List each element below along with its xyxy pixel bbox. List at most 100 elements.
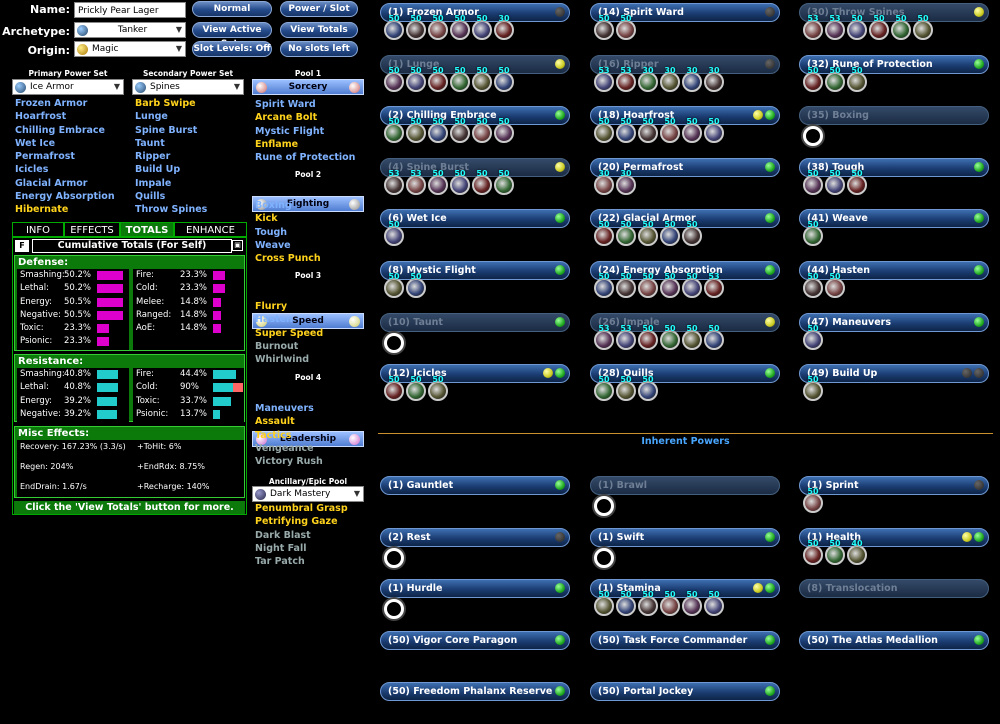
enhancement-icon[interactable]: 50 bbox=[825, 66, 845, 92]
power-slot-bar[interactable]: (1) Lunge bbox=[380, 54, 570, 74]
enhancement-icon[interactable]: 50 bbox=[384, 376, 404, 402]
pool-power-item[interactable]: Kick bbox=[255, 213, 278, 225]
view-active-sets-button[interactable]: View Active Sets bbox=[192, 22, 272, 49]
enhancement-icon[interactable]: 50 bbox=[494, 169, 514, 195]
primary-power-item[interactable]: Permafrost bbox=[15, 151, 75, 163]
enhancement-icon[interactable]: 50 bbox=[704, 118, 724, 144]
primary-power-item[interactable]: Frozen Armor bbox=[15, 98, 88, 109]
enhancement-icon[interactable]: 50 bbox=[847, 66, 867, 92]
pool-power-item[interactable]: Victory Rush bbox=[255, 456, 323, 468]
power-slot-bar[interactable]: (50) Freedom Phalanx Reserve bbox=[380, 682, 570, 702]
power-slot[interactable]: (50) Freedom Phalanx Reserve bbox=[380, 682, 570, 724]
enhancement-icon[interactable]: 50 bbox=[594, 591, 614, 617]
enhancement-icon[interactable]: 50 bbox=[616, 376, 636, 402]
enhancement-icon[interactable]: 50 bbox=[384, 15, 404, 40]
tab-effects[interactable]: EFFECTS bbox=[64, 222, 120, 237]
enhancement-icon[interactable]: 50 bbox=[638, 324, 658, 350]
power-slot-bar[interactable]: (44) Hasten bbox=[799, 261, 989, 280]
enhancement-icon[interactable]: 50 bbox=[638, 376, 658, 402]
enhancement-icon[interactable]: 50 bbox=[472, 118, 492, 144]
secondary-power-item[interactable]: Lunge bbox=[135, 111, 168, 123]
enhancement-icon[interactable]: 50 bbox=[660, 221, 680, 247]
power-slot-bar[interactable]: (50) Vigor Core Paragon bbox=[380, 630, 570, 650]
power-slot-bar[interactable]: (2) Chilling Embrace bbox=[380, 106, 570, 126]
enhancement-icon[interactable]: 50 bbox=[803, 169, 823, 195]
enhancement-icon[interactable]: 50 bbox=[384, 273, 404, 298]
slot-levels-button[interactable]: Slot Levels: Off bbox=[192, 41, 272, 57]
enhancement-icon[interactable]: 50 bbox=[847, 15, 867, 40]
enhancement-icon[interactable]: 53 bbox=[704, 273, 724, 298]
power-slot[interactable]: (50) Portal Jockey bbox=[590, 682, 780, 724]
enhancement-icon[interactable]: 50 bbox=[384, 66, 404, 92]
power-slot-bar[interactable]: (50) The Atlas Medallion bbox=[799, 630, 989, 650]
enhancement-icon[interactable]: 50 bbox=[428, 376, 448, 402]
pool-selector[interactable]: Leadership bbox=[252, 431, 364, 447]
enhancement-icon[interactable]: 50 bbox=[594, 118, 614, 144]
primary-power-item[interactable]: Energy Absorption bbox=[15, 191, 115, 203]
power-slot-bar[interactable]: (32) Rune of Protection bbox=[799, 54, 989, 74]
power-slot[interactable]: (35) Boxing bbox=[799, 106, 989, 150]
power-slot-bar[interactable]: (1) Gauntlet bbox=[380, 476, 570, 495]
enhancement-icon[interactable]: 50 bbox=[638, 118, 658, 144]
tab-info[interactable]: INFO bbox=[12, 222, 64, 237]
power-slot-bar[interactable]: (4) Spine Burst bbox=[380, 157, 570, 177]
enhancement-icon[interactable]: 50 bbox=[891, 15, 911, 40]
enhancement-icon[interactable]: 50 bbox=[616, 118, 636, 144]
primary-power-item[interactable]: Glacial Armor bbox=[15, 177, 88, 189]
pool-power-item[interactable]: Rune of Protection bbox=[255, 152, 356, 164]
power-slot-bar[interactable]: (30) Throw Spines bbox=[799, 3, 989, 22]
power-slot-bar[interactable]: (1) Swift bbox=[590, 527, 780, 547]
enhancement-icon[interactable]: 53 bbox=[406, 169, 426, 195]
enhancement-icon[interactable]: 50 bbox=[406, 273, 426, 298]
enhancement-icon[interactable]: 50 bbox=[803, 539, 823, 565]
power-slot-bar[interactable]: (16) Ripper bbox=[590, 54, 780, 74]
enhancement-icon[interactable]: 50 bbox=[803, 324, 823, 350]
primary-select[interactable]: Ice Armor▼ bbox=[12, 79, 124, 95]
enhancement-icon[interactable]: 50 bbox=[704, 324, 724, 350]
pool-power-item[interactable]: Whirlwind bbox=[255, 354, 310, 366]
pool-power-item[interactable]: Hasten bbox=[255, 314, 293, 326]
f-button[interactable]: F bbox=[15, 240, 29, 252]
enhancement-icon[interactable]: 30 bbox=[704, 66, 724, 92]
power-slot-bar[interactable]: (12) Icicles bbox=[380, 364, 570, 384]
secondary-power-item[interactable]: Quills bbox=[135, 191, 166, 203]
enhancement-icon[interactable]: 53 bbox=[594, 66, 614, 92]
enhancement-icon[interactable]: 50 bbox=[594, 376, 614, 402]
power-slot-bar[interactable]: (1) Sprint bbox=[799, 476, 989, 495]
enhancement-icon[interactable]: 30 bbox=[660, 66, 680, 92]
tab-enhance[interactable]: ENHANCE bbox=[174, 222, 247, 237]
enhancement-icon[interactable]: 50 bbox=[825, 539, 845, 565]
enhancement-icon[interactable]: 50 bbox=[682, 591, 702, 617]
secondary-power-item[interactable]: Spine Burst bbox=[135, 124, 198, 136]
enhancement-icon[interactable]: 50 bbox=[803, 376, 823, 402]
epic-select[interactable]: Dark Mastery▼ bbox=[252, 486, 364, 502]
enhancement-icon[interactable]: 50 bbox=[869, 15, 889, 40]
secondary-power-item[interactable]: Taunt bbox=[135, 137, 165, 149]
enhancement-icon[interactable]: 50 bbox=[472, 15, 492, 40]
power-slot-bar[interactable]: (6) Wet Ice bbox=[380, 209, 570, 229]
enhancement-icon[interactable]: 40 bbox=[847, 539, 867, 565]
enhancement-icon[interactable]: 50 bbox=[472, 66, 492, 92]
enhancement-icon[interactable]: 50 bbox=[616, 15, 636, 40]
power-slot[interactable]: (10) Taunt bbox=[380, 312, 570, 357]
secondary-power-item[interactable]: Ripper bbox=[135, 151, 171, 163]
pool-power-item[interactable]: Enflame bbox=[255, 138, 299, 150]
power-slot-bar[interactable]: (50) Portal Jockey bbox=[590, 682, 780, 702]
enhancement-icon[interactable]: 50 bbox=[682, 118, 702, 144]
empty-enhancement-slot[interactable] bbox=[384, 547, 404, 568]
power-slot[interactable]: (1) Hurdle bbox=[380, 579, 570, 623]
epic-power-item[interactable]: Dark Blast bbox=[255, 529, 311, 541]
enhancement-icon[interactable]: 50 bbox=[494, 66, 514, 92]
enhancement-icon[interactable]: 50 bbox=[594, 15, 614, 40]
enhancement-icon[interactable]: 30 bbox=[638, 66, 658, 92]
name-input[interactable]: Prickly Pear Lager bbox=[74, 2, 186, 18]
